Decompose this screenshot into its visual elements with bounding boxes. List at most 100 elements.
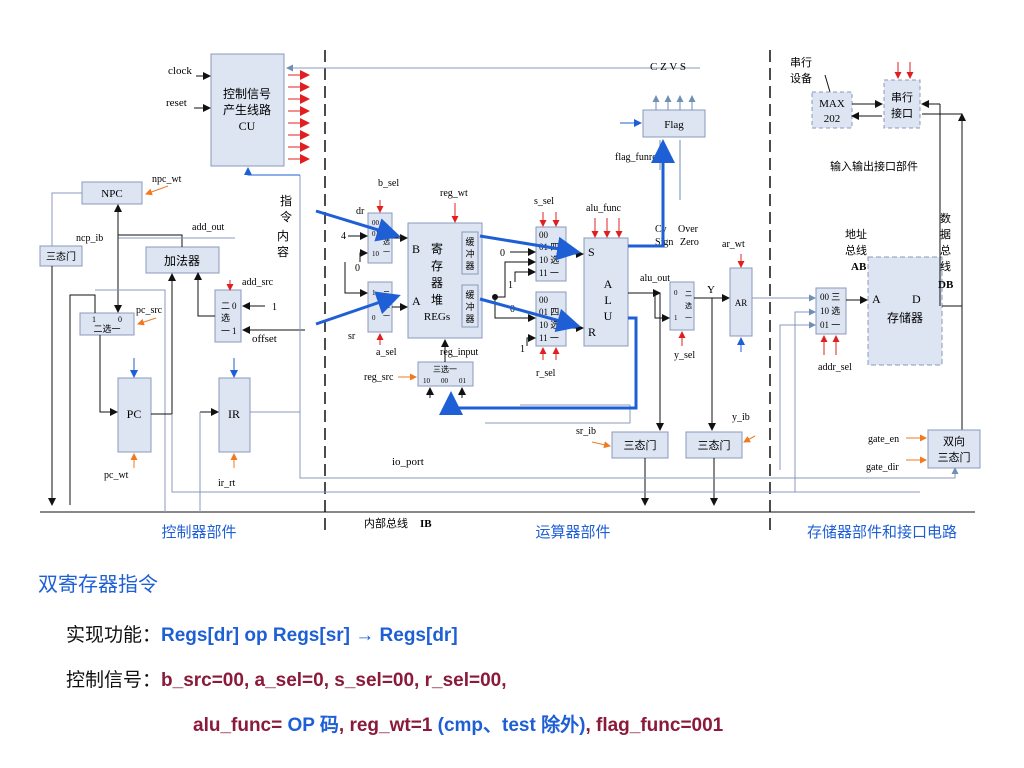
asel-sr-label: sr (348, 331, 356, 342)
pc-label: PC (127, 407, 142, 421)
r-mux-1: 00 (539, 295, 549, 305)
section-controller: 控制器部件 (161, 524, 236, 541)
dbus-2: 据 (940, 227, 951, 241)
serial-caption: 输入输出接口部件 (830, 159, 918, 173)
buffer-b-1: 缓 (465, 236, 474, 247)
regs-line-4: 堆 (431, 293, 443, 307)
y-mux-3: 选 (685, 301, 692, 310)
y-mux-0: 0 (674, 289, 678, 297)
npc-label: NPC (101, 188, 122, 200)
adder (145, 246, 220, 274)
reg-src-in-10: 10 (423, 377, 431, 385)
y-mux-2: 二 (685, 290, 692, 298)
regs-line-2: 存 (431, 259, 443, 273)
section-ib-bold: IB (420, 518, 432, 530)
bsel-label: b_sel (378, 178, 399, 189)
adder-label: 加法器 (164, 254, 200, 268)
npc-ib-label: ncp_ib (76, 233, 103, 244)
reg-input-label: reg_input (440, 347, 479, 358)
pc-mux (79, 312, 135, 336)
buffer-b-3: 器 (465, 261, 474, 271)
alu-over: Over (678, 224, 699, 235)
alu-port-r: R (588, 325, 596, 339)
regs-port-a: A (412, 294, 421, 308)
reg-src-mux (417, 361, 474, 387)
dbus-5: DB (938, 279, 954, 291)
y-mux-1: 1 (674, 314, 678, 322)
alu (583, 237, 629, 347)
asel-mux-1: 1 (372, 289, 376, 297)
alu-out-label: alu_out (640, 273, 670, 284)
pc-src-label: pc_src (136, 305, 163, 316)
instr-content-3: 内 (277, 229, 289, 243)
serial-port (883, 79, 921, 129)
s-mux-in1: 1 (508, 280, 513, 291)
buffer-a-2: 冲 (465, 301, 474, 312)
bsel-dr-label: dr (356, 206, 365, 217)
ar-register (729, 267, 753, 337)
npc-tristate-label: 三态门 (46, 250, 76, 263)
bidir-2: 三态门 (938, 450, 971, 464)
asel-mux-2: 二 (383, 290, 390, 298)
alu-zero: Zero (680, 237, 699, 248)
cu-line-2: 产生线路 (223, 102, 271, 117)
regs-buffer-b (461, 231, 479, 275)
bsel-mux-00: 00 (372, 219, 380, 227)
function-line: 实现功能：Regs[dr] op Regs[sr] → Regs[dr] (66, 620, 458, 647)
ir-rt-label: ir_rt (218, 478, 235, 489)
alu-line-2: L (604, 293, 611, 307)
section-memory: 存储器部件和接口电路 (807, 524, 957, 541)
reg-src-in-00: 00 (441, 377, 449, 385)
highlighted-datapath (315, 139, 675, 415)
regs-line-1: 寄 (431, 241, 443, 256)
section-dividers (324, 50, 771, 530)
r-mux-3: 10 选 (539, 319, 559, 330)
r-mux-2: 01 四 (539, 307, 559, 317)
r-mux-4: 11 一 (539, 333, 559, 343)
ar-label: AR (735, 298, 748, 308)
memory (867, 256, 943, 366)
y-sel-label: y_sel (674, 350, 695, 361)
bsel-mux-4: 选 (383, 237, 390, 246)
abus-3: AB (851, 261, 867, 273)
mem-d: D (912, 292, 921, 306)
control-values-1: b_src=00, a_sel=0, s_sel=00, r_sel=00, (161, 670, 507, 691)
adder-mux-2: 选 (221, 312, 230, 323)
reg-wt-label: reg_wt (440, 188, 468, 199)
section-alu: 运算器部件 (535, 523, 610, 541)
add-out-label: add_out (192, 222, 224, 233)
buffer-a-3: 器 (465, 314, 474, 324)
y-ib-label: y_ib (732, 412, 750, 423)
npc-tristate (39, 245, 83, 267)
max-2: 202 (824, 113, 841, 125)
alu-line-1: A (604, 277, 613, 291)
reg-wt-value: , reg_wt=1 (338, 715, 438, 736)
ir-label: IR (228, 407, 240, 421)
s-mux-4: 11 一 (539, 268, 559, 278)
bsel-zero-label: 0 (355, 263, 360, 274)
add-src-label: add_src (242, 277, 274, 288)
instr-content-1: 指 (280, 193, 292, 208)
regs-line-5: REGs (424, 311, 450, 323)
mem-a: A (872, 292, 881, 306)
pc-wt-label: pc_wt (104, 470, 129, 481)
alu-line-3: U (604, 309, 613, 323)
regs-buffer-a (461, 284, 479, 328)
adder-mux-in1: 1 (232, 326, 237, 336)
s-mux-1: 00 (539, 230, 549, 240)
bsel-mux-10: 10 (372, 250, 380, 258)
control-unit: 控制信号 产生线路 CU (210, 53, 285, 167)
flag-label: Flag (664, 119, 684, 131)
adder-mux-1: 二 (221, 301, 230, 311)
buffer-b-2: 冲 (465, 248, 474, 259)
reg-src-in-01: 01 (459, 377, 467, 385)
abus-2: 总线 (845, 243, 867, 257)
function-value: Regs[dr] op Regs[sr] → Regs[dr] (161, 625, 458, 646)
addr-mux (815, 287, 847, 335)
bsel-mux-5: 一 (383, 248, 390, 256)
npc-wt-label: npc_wt (152, 174, 182, 185)
regs-line-3: 器 (431, 276, 443, 290)
control-label: 控制信号： (66, 669, 162, 691)
section-ib: 内部总线 (364, 516, 408, 530)
addr-sel-label: addr_sel (818, 362, 852, 373)
